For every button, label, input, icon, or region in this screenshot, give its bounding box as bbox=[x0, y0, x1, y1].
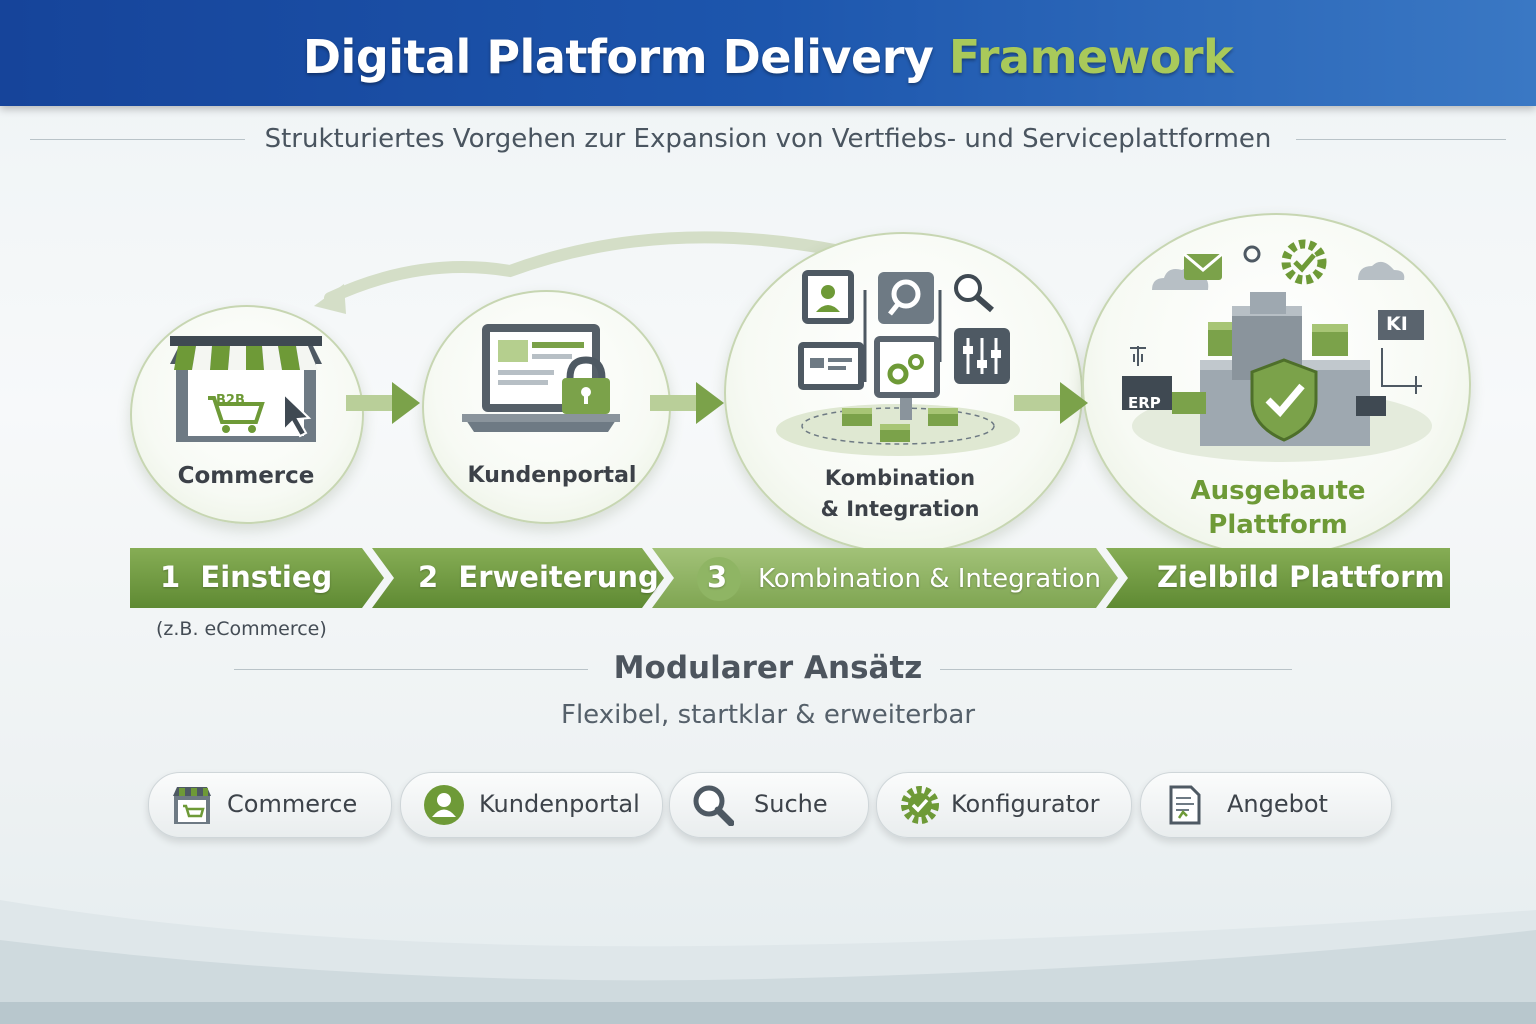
gear-check-icon bbox=[901, 786, 939, 824]
module-label: Commerce bbox=[227, 790, 358, 818]
step-4-label: Zielbild Plattform bbox=[1157, 560, 1445, 594]
platform-shield-icon bbox=[1122, 239, 1432, 462]
arrow-right-icon bbox=[1014, 382, 1088, 424]
laptop-lock-icon bbox=[462, 324, 620, 432]
title-main: Digital Platform Delivery bbox=[302, 30, 934, 84]
module-commerce[interactable]: Commerce bbox=[148, 772, 392, 838]
module-suche[interactable]: Suche bbox=[669, 772, 869, 838]
module-label: Konfigurator bbox=[951, 790, 1100, 818]
module-label: Angebot bbox=[1227, 790, 1328, 818]
modular-title: Modularer Ansätz bbox=[613, 650, 923, 686]
modular-subtitle: Flexibel, startklar & erweiterbar bbox=[560, 700, 976, 730]
step-label: Erweiterung bbox=[458, 560, 659, 594]
step-label: Einstieg bbox=[200, 560, 333, 594]
step-1: 1 Einstieg bbox=[160, 560, 332, 594]
title-accent: Framework bbox=[948, 30, 1234, 84]
feedback-arrow bbox=[314, 231, 846, 314]
step-2: 2 Erweiterung bbox=[418, 560, 659, 594]
step-3-number-badge bbox=[697, 557, 741, 601]
module-angebot[interactable]: Angebot bbox=[1140, 772, 1392, 838]
b2b-badge: B2B bbox=[216, 393, 245, 408]
stage-label-commerce: Commerce bbox=[177, 463, 315, 489]
stage-label-platform-line1: Ausgebaute bbox=[1190, 476, 1366, 506]
subtitle-rule-left bbox=[30, 139, 245, 140]
stage-label-platform-line2: Plattform bbox=[1208, 510, 1348, 540]
step-number: 1 bbox=[160, 560, 181, 594]
stage-label-kundenportal: Kundenportal bbox=[467, 463, 637, 488]
ki-tag: KI bbox=[1386, 313, 1408, 335]
store-cart-icon bbox=[173, 787, 211, 824]
module-label: Kundenportal bbox=[479, 790, 640, 818]
search-icon bbox=[693, 785, 734, 826]
subtitle: Strukturiertes Vorgehen zur Expansion vo… bbox=[264, 124, 1272, 154]
module-kundenportal[interactable]: Kundenportal bbox=[400, 772, 663, 838]
header-bar bbox=[0, 0, 1536, 106]
integration-icon bbox=[776, 270, 1020, 456]
step-note: (z.B. eCommerce) bbox=[156, 618, 327, 640]
step-3-label: Kombination & Integration bbox=[758, 564, 1102, 594]
stage-label-integration-line2: & Integration bbox=[820, 497, 980, 521]
storefront-icon bbox=[170, 336, 322, 442]
arrow-right-icon bbox=[650, 382, 724, 424]
step-number: 2 bbox=[418, 560, 439, 594]
step-banner bbox=[130, 548, 1450, 608]
page-title: Digital Platform Delivery Framework bbox=[0, 30, 1536, 84]
modular-rule-left bbox=[234, 669, 588, 670]
bottom-wave bbox=[0, 900, 1536, 1024]
step-3-number: 3 bbox=[707, 560, 728, 594]
arrow-right-icon bbox=[346, 382, 420, 424]
document-icon bbox=[1169, 785, 1201, 825]
erp-tag: ERP bbox=[1128, 394, 1161, 412]
subtitle-rule-right bbox=[1296, 139, 1506, 140]
module-konfigurator[interactable]: Konfigurator bbox=[876, 772, 1132, 838]
user-icon bbox=[424, 785, 464, 825]
module-label: Suche bbox=[754, 790, 828, 818]
stage-label-integration-line1: Kombination bbox=[824, 466, 976, 490]
modular-rule-right bbox=[940, 669, 1292, 670]
